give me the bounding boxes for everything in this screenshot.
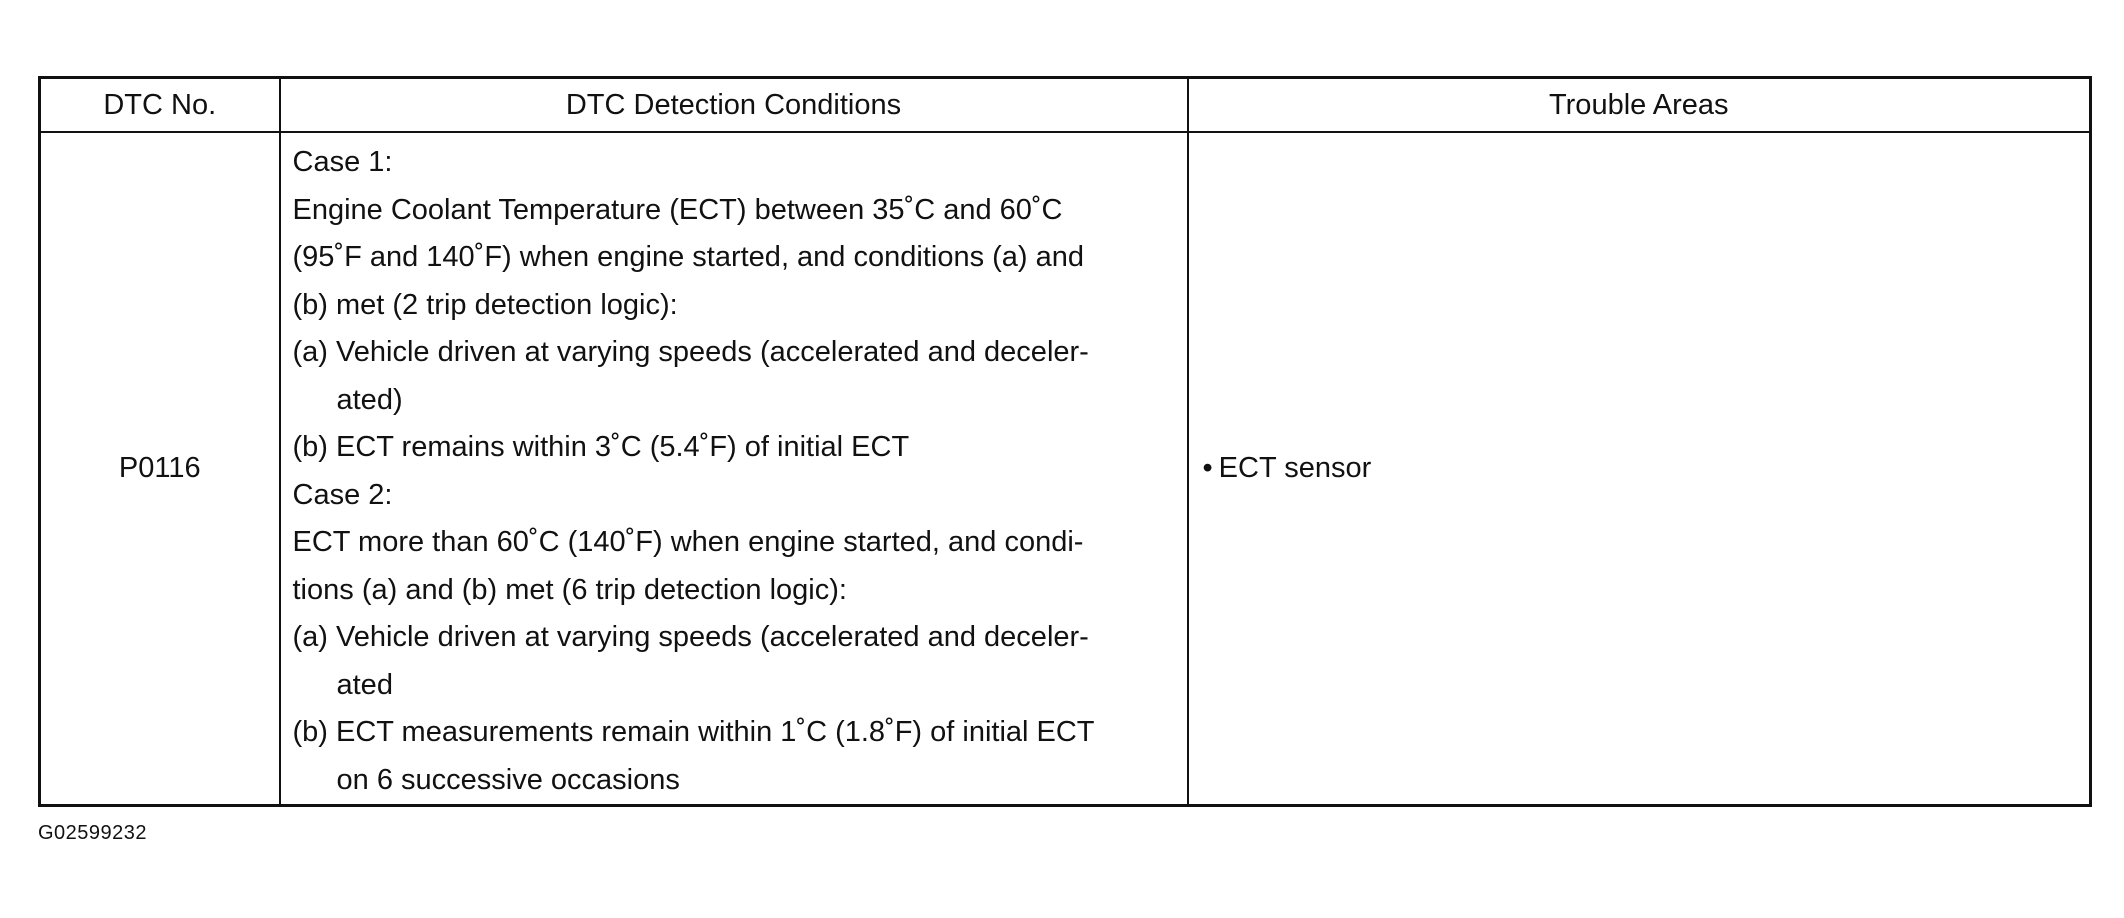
table-header-row: DTC No. DTC Detection Conditions Trouble… [38, 76, 2092, 133]
condition-line: on 6 successive occasions [336, 763, 680, 796]
condition-line: ated) [336, 383, 403, 416]
header-dtc-no: DTC No. [38, 76, 281, 133]
condition-line: (b) ECT measurements remain within 1˚C (… [292, 716, 1095, 748]
header-detection-conditions: DTC Detection Conditions [278, 76, 1189, 133]
dtc-code-cell: P0116 [38, 131, 281, 807]
trouble-areas-cell: •ECT sensor [1186, 131, 2092, 807]
condition-line: tions (a) and (b) met (6 trip detection … [292, 573, 847, 606]
bullet-icon: • [1202, 452, 1213, 484]
condition-line: (b) ECT remains within 3˚C (5.4˚F) of in… [292, 431, 910, 463]
detection-conditions-cell: Case 1: Engine Coolant Temperature (ECT)… [278, 131, 1189, 807]
condition-line: (a) Vehicle driven at varying speeds (ac… [292, 621, 1089, 653]
condition-line: (95˚F and 140˚F) when engine started, an… [292, 241, 1085, 273]
dtc-table: DTC No. DTC Detection Conditions Trouble… [38, 76, 2092, 807]
condition-line: ECT more than 60˚C (140˚F) when engine s… [292, 526, 1084, 558]
header-trouble-areas: Trouble Areas [1186, 76, 2092, 133]
condition-line: Case 1: [292, 146, 393, 178]
condition-line: Case 2: [292, 478, 393, 511]
trouble-area-item: ECT sensor [1218, 452, 1372, 484]
table-row: P0116 Case 1: Engine Coolant Temperature… [38, 131, 2092, 807]
figure-id: G02599232 [38, 822, 148, 844]
condition-line: (a) Vehicle driven at varying speeds (ac… [292, 336, 1089, 368]
condition-line: (b) met (2 trip detection logic): [292, 288, 678, 321]
condition-line: ated [336, 668, 393, 701]
condition-line: Engine Coolant Temperature (ECT) between… [292, 193, 1063, 226]
